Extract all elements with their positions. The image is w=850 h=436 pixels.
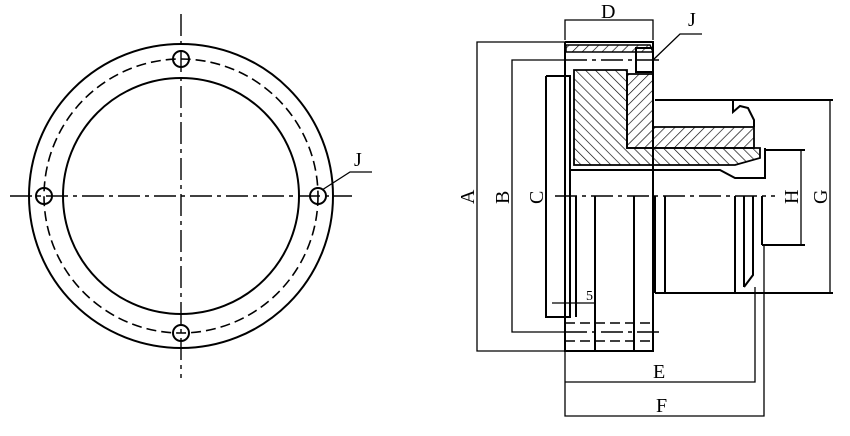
front-view: J (10, 14, 372, 378)
bolt-hole (172, 50, 190, 68)
hub-lip (732, 100, 755, 127)
j-leader (321, 171, 372, 191)
label-5: 5 (586, 289, 593, 304)
dim-d (564, 19, 654, 40)
body-section (573, 69, 761, 166)
label-j-front: J (354, 149, 362, 171)
label-a: A (457, 189, 479, 204)
label-d: D (601, 1, 615, 23)
side-view: D J A B C H G E F 5 (457, 1, 833, 417)
j-leader-side (652, 33, 702, 61)
label-j: J (688, 9, 696, 31)
bolt-hole (172, 324, 190, 342)
label-h: H (781, 190, 803, 204)
dim-f (564, 245, 765, 417)
dim-b (511, 59, 565, 333)
bolt-hole (309, 187, 327, 205)
label-e: E (653, 361, 665, 383)
label-f: F (656, 395, 667, 417)
label-g: G (810, 190, 832, 204)
hub-bore (570, 148, 766, 179)
label-b: B (492, 191, 514, 204)
bolt-hole (35, 187, 53, 205)
label-c: C (526, 191, 548, 204)
hub-chamfer (743, 196, 754, 288)
flange-outline (564, 41, 654, 352)
dim-a (476, 41, 565, 352)
dim-e (565, 287, 756, 383)
